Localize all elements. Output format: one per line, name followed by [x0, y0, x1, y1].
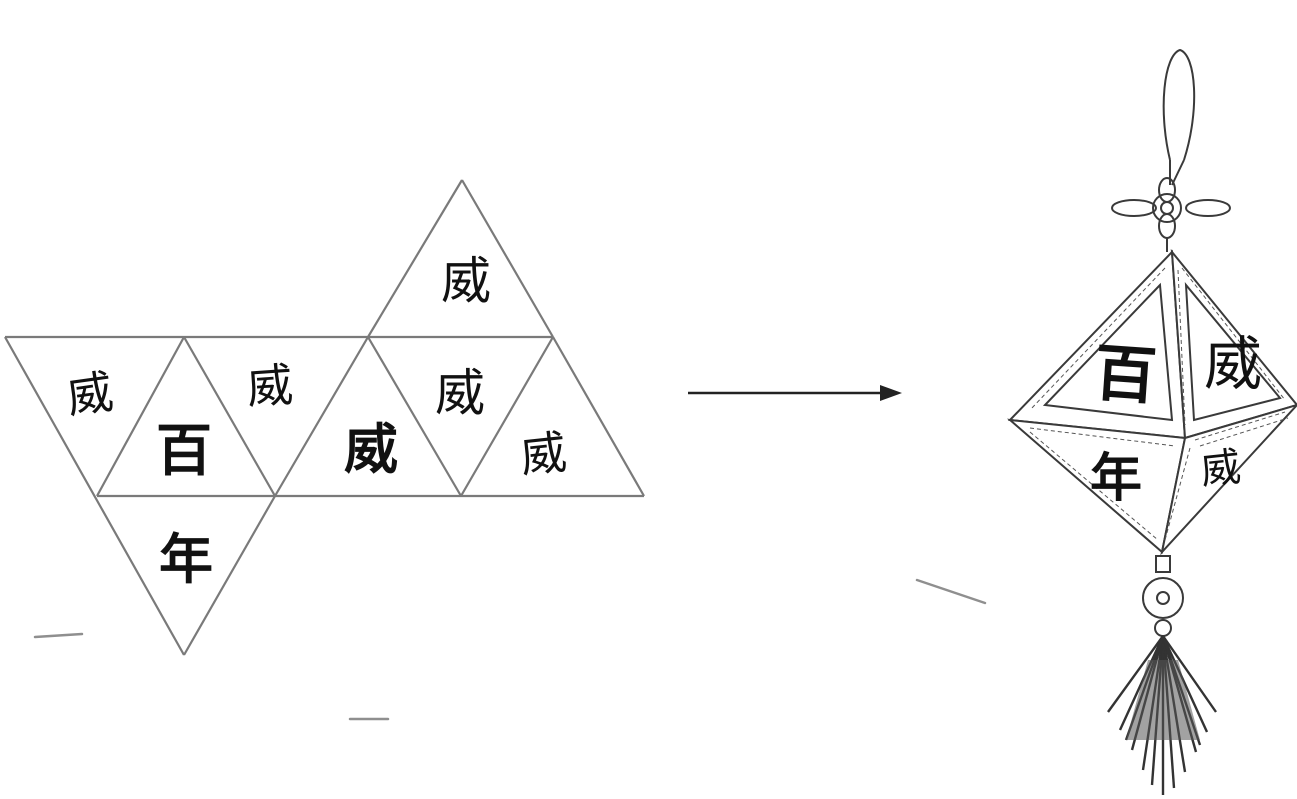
arrow-head-icon — [880, 385, 902, 401]
lantern-face-upper-right-char: 威 — [1204, 330, 1262, 398]
net-face-row-2: 百 — [156, 418, 212, 484]
smudge-mark — [915, 578, 987, 605]
transform-arrow — [688, 385, 902, 401]
net-face-top-triangle: 威 — [441, 252, 491, 310]
net-face-bottom-triangle: 年 — [159, 527, 213, 591]
lantern-face-lower-right — [1160, 403, 1297, 556]
decorative-border — [1029, 267, 1289, 541]
face-inner-frame — [1042, 282, 1282, 422]
net-face-row-5: 威 — [435, 364, 485, 422]
octahedron-lantern: 百 威 年 威 — [1006, 48, 1297, 795]
lantern-face-lower-left-char: 年 — [1090, 448, 1142, 509]
chinese-knot-icon — [1111, 177, 1231, 252]
net-edge — [4, 336, 185, 656]
hanging-cord — [1171, 159, 1185, 186]
tassel-icon — [1107, 635, 1217, 795]
lantern-face-upper-left-char: 百 — [1092, 336, 1159, 413]
net-edge — [274, 336, 369, 497]
net-face-row-4: 威 — [344, 417, 398, 481]
net-face-row-3: 威 — [245, 358, 295, 415]
smudge-mark — [33, 632, 84, 639]
bead-hole-icon — [1156, 591, 1170, 605]
net-edge — [460, 336, 554, 497]
octahedron-net: 威 威 百 威 威 威 威 年 — [4, 179, 645, 656]
net-edge — [367, 179, 463, 338]
net-edge — [183, 495, 276, 656]
net-edge — [183, 336, 276, 497]
hanging-loop — [1162, 48, 1196, 161]
small-bead-icon — [1154, 619, 1172, 637]
net-edge — [367, 336, 462, 497]
lantern-face-lower-right-char: 威 — [1198, 444, 1243, 494]
net-edge — [461, 179, 554, 338]
net-face-row-6: 威 — [518, 425, 569, 484]
net-edge — [96, 336, 185, 497]
net-edge — [552, 336, 645, 497]
bead-icon — [1142, 577, 1184, 619]
tassel-cap — [1155, 555, 1171, 573]
net-face-row-1: 威 — [63, 364, 116, 424]
